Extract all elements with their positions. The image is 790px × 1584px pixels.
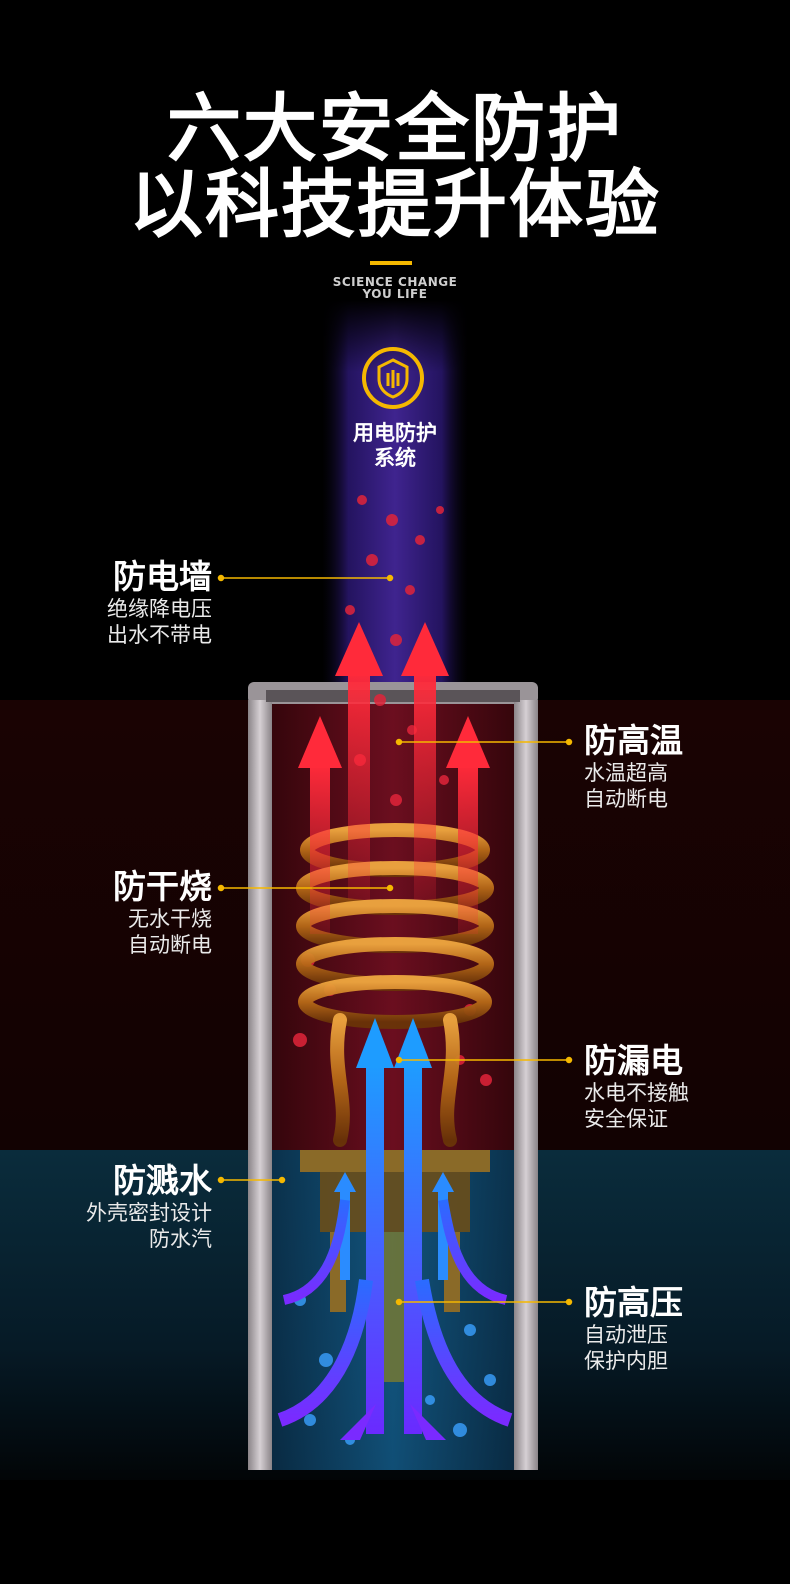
feature-desc-line2: 出水不带电 <box>107 623 212 647</box>
feature-dry-burn: 防干烧 无水干烧 自动断电 <box>0 868 212 958</box>
callout-lines <box>217 574 573 1306</box>
feature-title: 防高温 <box>584 721 683 760</box>
feature-desc-line2: 防水汽 <box>149 1227 212 1251</box>
heating-coil <box>296 823 494 1147</box>
badge-label-line1: 用电防护 <box>353 421 437 445</box>
feature-desc-line1: 绝缘降电压 <box>107 597 212 621</box>
shield-icon <box>362 347 424 409</box>
feature-title: 防干烧 <box>113 867 212 906</box>
slogan-line2: YOU LIFE <box>362 287 428 301</box>
feature-title: 防漏电 <box>584 1041 683 1080</box>
feature-splash: 防溅水 外壳密封设计 防水汽 <box>0 1162 212 1252</box>
heater-shell <box>248 682 538 1470</box>
feature-desc-line1: 外壳密封设计 <box>86 1201 212 1225</box>
feature-desc-line1: 水温超高 <box>584 761 668 785</box>
slogan-line1: SCIENCE CHANGE <box>332 275 458 289</box>
hot-flow-arrows <box>298 622 490 934</box>
feature-high-pressure: 防高压 自动泄压 保护内胆 <box>584 1284 790 1374</box>
feature-high-temp: 防高温 水温超高 自动断电 <box>584 722 790 812</box>
feature-title: 防高压 <box>584 1283 683 1322</box>
feature-wall: 防电墙 绝缘降电压 出水不带电 <box>0 558 212 648</box>
feature-desc-line2: 自动断电 <box>584 787 668 811</box>
accent-rule <box>370 261 412 265</box>
feature-title: 防溅水 <box>113 1161 212 1200</box>
feature-desc-line1: 无水干烧 <box>128 907 212 931</box>
main-heading-line2: 以科技提升体验 <box>129 162 661 248</box>
feature-desc-line2: 自动断电 <box>128 933 212 957</box>
badge-label-line2: 系统 <box>374 446 416 470</box>
feature-desc-line2: 安全保证 <box>584 1107 668 1131</box>
feature-leakage: 防漏电 水电不接触 安全保证 <box>584 1042 790 1132</box>
feature-desc-line1: 水电不接触 <box>584 1081 689 1105</box>
feature-desc-line2: 保护内胆 <box>584 1349 668 1373</box>
main-heading-line1: 六大安全防护 <box>167 86 623 172</box>
feature-desc-line1: 自动泄压 <box>584 1323 668 1347</box>
cold-flow-arrows <box>277 1018 513 1440</box>
light-beam-fade <box>322 300 468 700</box>
feature-title: 防电墙 <box>113 557 212 596</box>
